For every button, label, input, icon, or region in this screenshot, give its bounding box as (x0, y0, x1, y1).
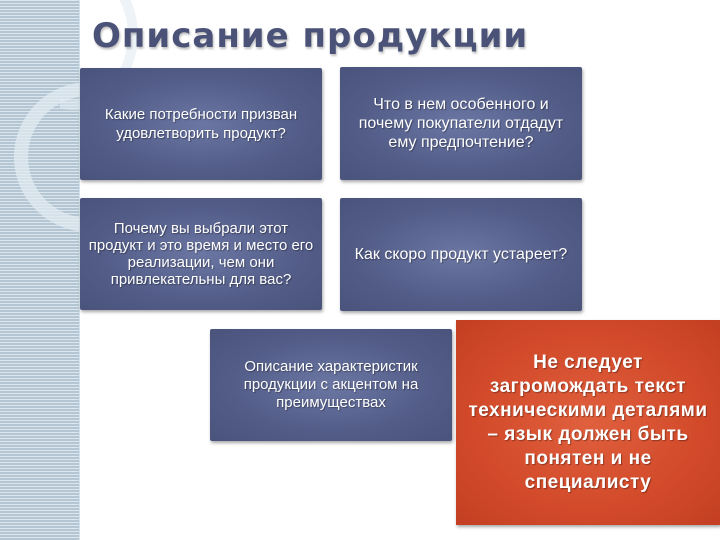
question-text: Какие потребности призван удовлетворить … (104, 106, 298, 142)
question-box-uniqueness: Что в нем особенного и почему покупатели… (340, 67, 582, 180)
decorative-left-strip (0, 0, 138, 540)
question-box-obsolescence: Как скоро продукт устареет? (340, 198, 582, 311)
description-text: Описание характеристик продукции с акцен… (243, 358, 419, 411)
callout-box: Не следует загромождать текст технически… (456, 320, 720, 525)
question-box-timing: Почему вы выбрали этот продукт и это вре… (80, 198, 322, 310)
question-text: Что в нем особенного и почему покупатели… (358, 96, 564, 151)
question-text: Как скоро продукт устареет? (354, 246, 568, 263)
callout-text: Не следует загромождать текст технически… (468, 351, 708, 493)
question-box-needs: Какие потребности призван удовлетворить … (80, 68, 322, 180)
slide-title: Описание продукции (92, 16, 529, 56)
question-text: Почему вы выбрали этот продукт и это вре… (88, 220, 314, 288)
description-box: Описание характеристик продукции с акцен… (210, 329, 452, 441)
